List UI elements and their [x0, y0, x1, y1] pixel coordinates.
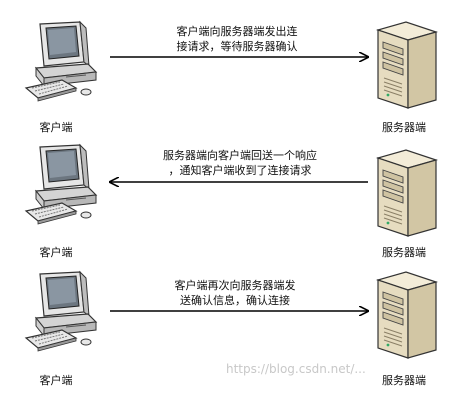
server-icon [377, 21, 437, 109]
watermark-text: https://blog.csdn.net/... [226, 362, 366, 376]
step2-message: 服务器端向客户端回送一个响应 ，通知客户端收到了连接请求 [140, 148, 340, 178]
step3-server-label: 服务器端 [382, 374, 426, 387]
computer-icon [25, 271, 97, 352]
step2-message-line1: 服务器端向客户端回送一个响应 [163, 149, 317, 162]
step3-message-line1: 客户端再次向服务器端发 [174, 279, 296, 292]
step1-message: 客户端向服务器端发出连 接请求，等待服务器确认 [152, 24, 322, 54]
step3-message: 客户端再次向服务器端发 送确认信息，确认连接 [150, 278, 320, 308]
server-icon [377, 271, 437, 359]
computer-icon [25, 21, 97, 102]
step3-message-line2: 送确认信息，确认连接 [180, 294, 290, 307]
step2-server-label: 服务器端 [382, 246, 426, 259]
step2-message-line2: ，通知客户端收到了连接请求 [168, 164, 312, 177]
step1-client-label: 客户端 [39, 121, 73, 134]
computer-icon [25, 144, 97, 225]
step1-server-label: 服务器端 [382, 121, 426, 134]
step1-message-line1: 客户端向服务器端发出连 [176, 25, 298, 38]
step1-message-line2: 接请求，等待服务器确认 [176, 40, 298, 53]
step3-client-label: 客户端 [39, 374, 73, 387]
step2-client-label: 客户端 [39, 246, 73, 259]
server-icon [377, 149, 437, 237]
